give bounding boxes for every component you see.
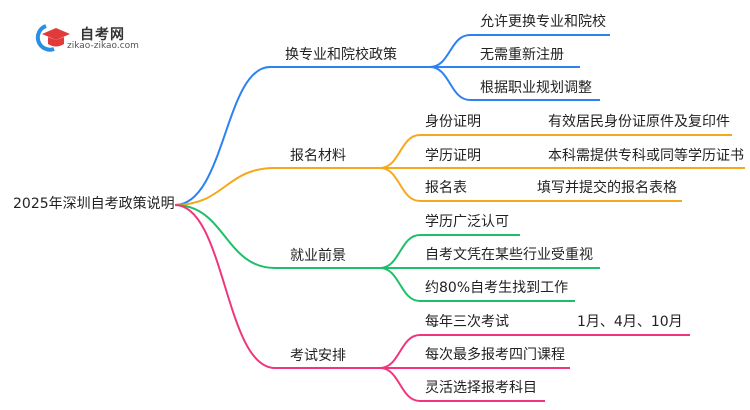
logo-title: 自考网 <box>80 27 125 43</box>
leaf-node: 每次最多报考四门课程 <box>425 347 565 363</box>
branch-line-green <box>174 204 380 269</box>
leaf-line <box>379 234 520 269</box>
branch-line-pink <box>174 204 380 369</box>
leaf-line <box>379 267 575 302</box>
root-node: 2025年深圳自考政策说明 <box>13 196 175 212</box>
leaf-detail: 本科需提供专科或同等学历证书 <box>548 148 744 164</box>
logo-icon <box>35 24 70 52</box>
leaf-node: 自考文凭在某些行业受重视 <box>425 247 593 263</box>
leaf-line <box>429 66 600 101</box>
branch-line-orange <box>174 167 380 206</box>
branch-node: 考试安排 <box>290 348 346 364</box>
leaf-line <box>379 167 682 202</box>
branch-node: 换专业和院校政策 <box>285 47 397 63</box>
leaf-node: 身份证明 <box>425 114 481 130</box>
leaf-node: 学历广泛认可 <box>425 214 509 230</box>
leaf-line <box>379 367 545 402</box>
branch-node: 报名材料 <box>290 148 346 164</box>
leaf-detail: 有效居民身份证原件及复印件 <box>548 114 730 130</box>
branch-node: 就业前景 <box>290 248 346 264</box>
leaf-node: 灵活选择报考科目 <box>425 380 537 396</box>
leaf-node: 每年三次考试 <box>425 314 509 330</box>
leaf-line <box>379 134 732 169</box>
leaf-detail: 1月、4月、10月 <box>577 314 683 330</box>
leaf-node: 根据职业规划调整 <box>480 80 592 96</box>
logo-url: zikao-zikao.com <box>67 41 139 51</box>
leaf-detail: 填写并提交的报名表格 <box>537 180 677 196</box>
branch-line-blue <box>174 66 430 206</box>
leaf-node: 允许更换专业和院校 <box>480 14 606 30</box>
leaf-node: 学历证明 <box>425 148 481 164</box>
leaf-line <box>379 334 690 369</box>
leaf-node: 报名表 <box>425 180 467 196</box>
leaf-node: 约80%自考生找到工作 <box>425 280 569 296</box>
leaf-node: 无需重新注册 <box>480 47 564 63</box>
leaf-line <box>429 34 610 68</box>
